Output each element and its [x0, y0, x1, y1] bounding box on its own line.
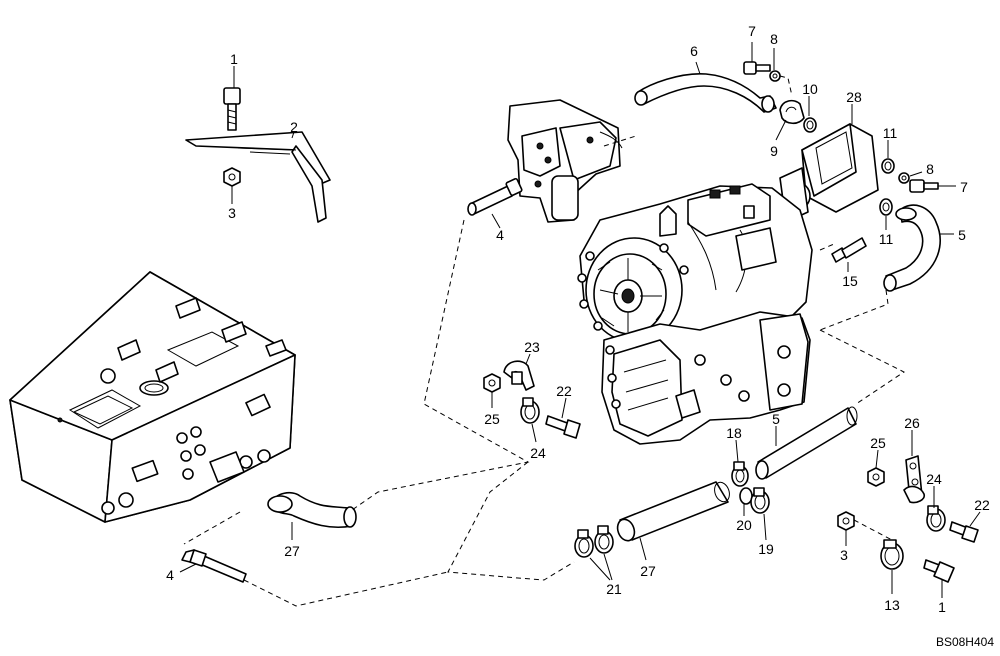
tube-part-4-bottom	[181, 549, 247, 583]
clamp-part-23	[503, 360, 535, 391]
callout-2: 2	[290, 119, 298, 135]
bolt-part-1-bottom	[923, 559, 955, 583]
nut-part-25-mid	[483, 373, 501, 393]
tube-part-4-top	[467, 177, 523, 216]
washer-part-8-top	[769, 70, 781, 82]
callout-1-top: 1	[230, 51, 238, 67]
clamp-part-18	[731, 461, 749, 487]
bolt-part-1-top	[223, 87, 241, 131]
callout-4-top: 4	[496, 227, 504, 243]
o-ring-part-10	[803, 117, 817, 133]
bracket-part-26	[903, 455, 926, 504]
callout-28: 28	[846, 89, 862, 105]
tube-part-6	[634, 73, 777, 113]
hose-part-27-mid	[616, 481, 730, 542]
callout-6: 6	[690, 43, 698, 59]
valve-block	[507, 99, 623, 223]
o-ring-part-11-top	[881, 158, 895, 174]
clamp-part-24-mid	[520, 397, 540, 424]
nut-part-3-right	[837, 511, 855, 531]
callout-21: 21	[606, 581, 622, 597]
callout-24-right: 24	[926, 471, 942, 487]
nut-part-25-right	[867, 467, 885, 487]
callout-22-mid: 22	[556, 383, 572, 399]
clamp-part-20	[739, 487, 753, 505]
clamp-part-24-right	[926, 505, 946, 532]
callout-5-lower: 5	[772, 411, 780, 427]
o-ring-part-11-low	[879, 198, 893, 216]
hydraulic-tank	[9, 271, 296, 523]
bolt-part-22-mid	[545, 415, 581, 439]
pump-part-28	[779, 123, 879, 223]
bracket-part-2	[185, 131, 331, 223]
callout-13: 13	[884, 597, 900, 613]
callout-9: 9	[770, 143, 778, 159]
callout-labels: 1 2 3 4 6 7 8 10 9 28 11 8 7 5 11 15 23 …	[166, 23, 990, 615]
clamp-part-13	[880, 539, 904, 570]
callout-27-left: 27	[284, 543, 300, 559]
callout-22-right: 22	[974, 497, 990, 513]
callout-4-bottom: 4	[166, 567, 174, 583]
hose-part-5-lower	[755, 406, 858, 480]
callout-3-left: 3	[228, 205, 236, 221]
callout-15: 15	[842, 273, 858, 289]
transmission-assembly	[577, 183, 813, 445]
callout-7-top: 7	[748, 23, 756, 39]
callout-11-top: 11	[883, 125, 898, 141]
washer-part-8-right	[898, 172, 910, 184]
hose-part-27-left	[267, 491, 357, 529]
clamp-part-21	[574, 525, 614, 558]
callout-24-mid: 24	[530, 445, 546, 461]
callout-3-right: 3	[840, 547, 848, 563]
callout-25-mid: 25	[484, 411, 500, 427]
bolt-part-22-right	[949, 521, 979, 543]
callout-11-low: 11	[879, 231, 894, 247]
callout-27-mid: 27	[640, 563, 656, 579]
callout-19: 19	[758, 541, 774, 557]
bolt-part-7-right	[909, 179, 939, 193]
callout-20: 20	[736, 517, 752, 533]
bolt-part-7-top	[743, 61, 771, 75]
callout-23: 23	[524, 339, 540, 355]
drawing-code: BS08H404	[936, 635, 994, 649]
bolt-part-15	[831, 237, 867, 263]
callout-26: 26	[904, 415, 920, 431]
callout-18: 18	[726, 425, 742, 441]
hose-part-5-right	[883, 204, 941, 292]
callout-5-right: 5	[958, 227, 966, 243]
callout-8-top: 8	[770, 31, 778, 47]
callout-1-bottom: 1	[938, 599, 946, 615]
clamp-part-19	[750, 487, 770, 514]
callout-10: 10	[802, 81, 818, 97]
nut-part-3-left	[223, 167, 241, 187]
callout-7-right: 7	[960, 179, 968, 195]
clip-part-9	[779, 99, 805, 125]
callout-8-right: 8	[926, 161, 934, 177]
callout-25-right: 25	[870, 435, 886, 451]
